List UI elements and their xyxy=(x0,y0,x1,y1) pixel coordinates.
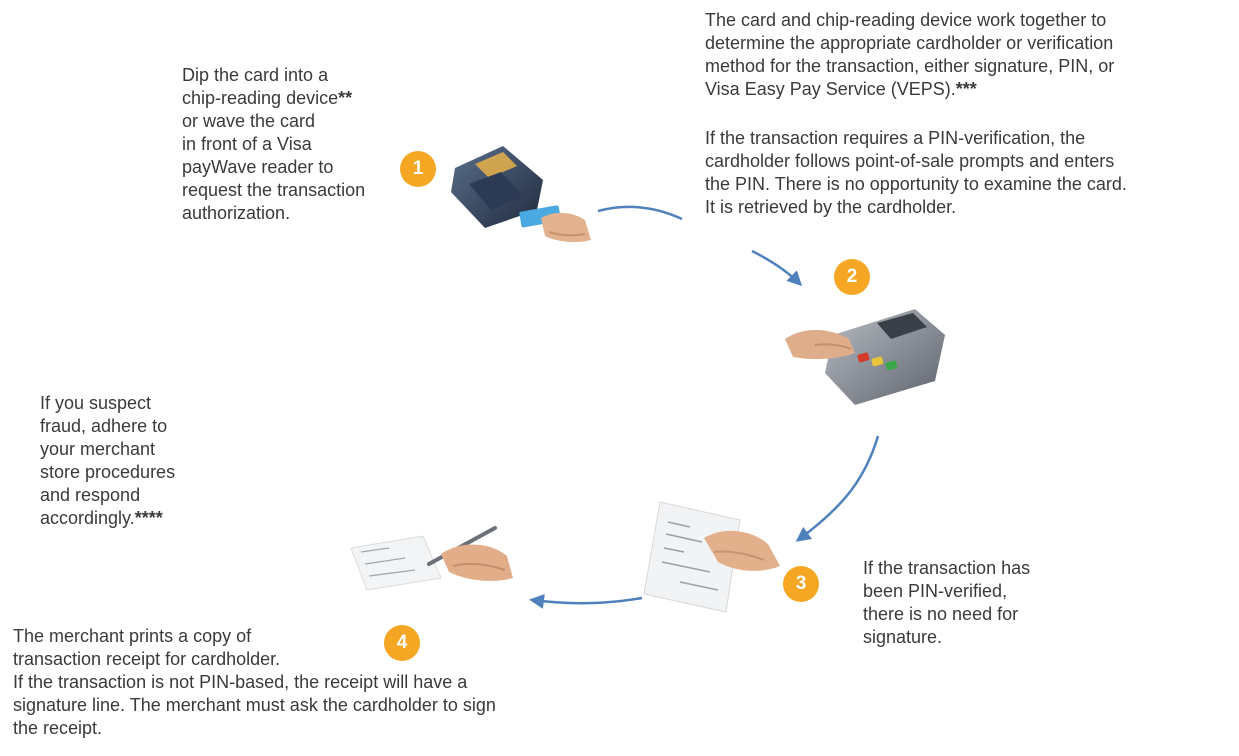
footnote-mark: ** xyxy=(338,88,353,108)
card-terminal-photo xyxy=(451,146,591,243)
step-3-description: If the transaction has been PIN-verified… xyxy=(863,558,1031,647)
step-1-description: Dip the card into a chip-reading device*… xyxy=(182,64,365,225)
signing-photo xyxy=(350,526,513,591)
step-1-text: Dip the card into a chip-reading device xyxy=(182,65,339,108)
step-4-description: The merchant prints a copy of transactio… xyxy=(13,626,496,738)
footnote-mark: *** xyxy=(955,79,977,99)
step-2-text-a: The card and chip-reading device work to… xyxy=(705,10,1115,99)
step-2-pin-description: If the transaction requires a PIN-verifi… xyxy=(705,128,1127,217)
step-3-badge: 3 xyxy=(783,566,819,602)
fraud-note: If you suspect fraud, adhere to your mer… xyxy=(40,392,175,530)
step-4-badge: 4 xyxy=(384,625,420,661)
step-2-badge: 2 xyxy=(834,259,870,295)
step-2-description: The card and chip-reading device work to… xyxy=(705,9,1114,101)
arrow-3-to-4 xyxy=(529,594,643,609)
pin-pad-photo xyxy=(785,309,945,405)
footnote-mark: **** xyxy=(134,508,163,528)
fraud-note-text: If you suspect fraud, adhere to your mer… xyxy=(40,393,176,528)
step-1-badge: 1 xyxy=(400,151,436,187)
step-1-text-cont: or wave the card in front of a Visa payW… xyxy=(182,111,366,223)
arrow-1-to-2a xyxy=(597,205,683,221)
receipt-photo xyxy=(643,501,780,613)
arrow-1-to-2b xyxy=(751,249,803,287)
arrow-2-to-3 xyxy=(795,435,880,542)
